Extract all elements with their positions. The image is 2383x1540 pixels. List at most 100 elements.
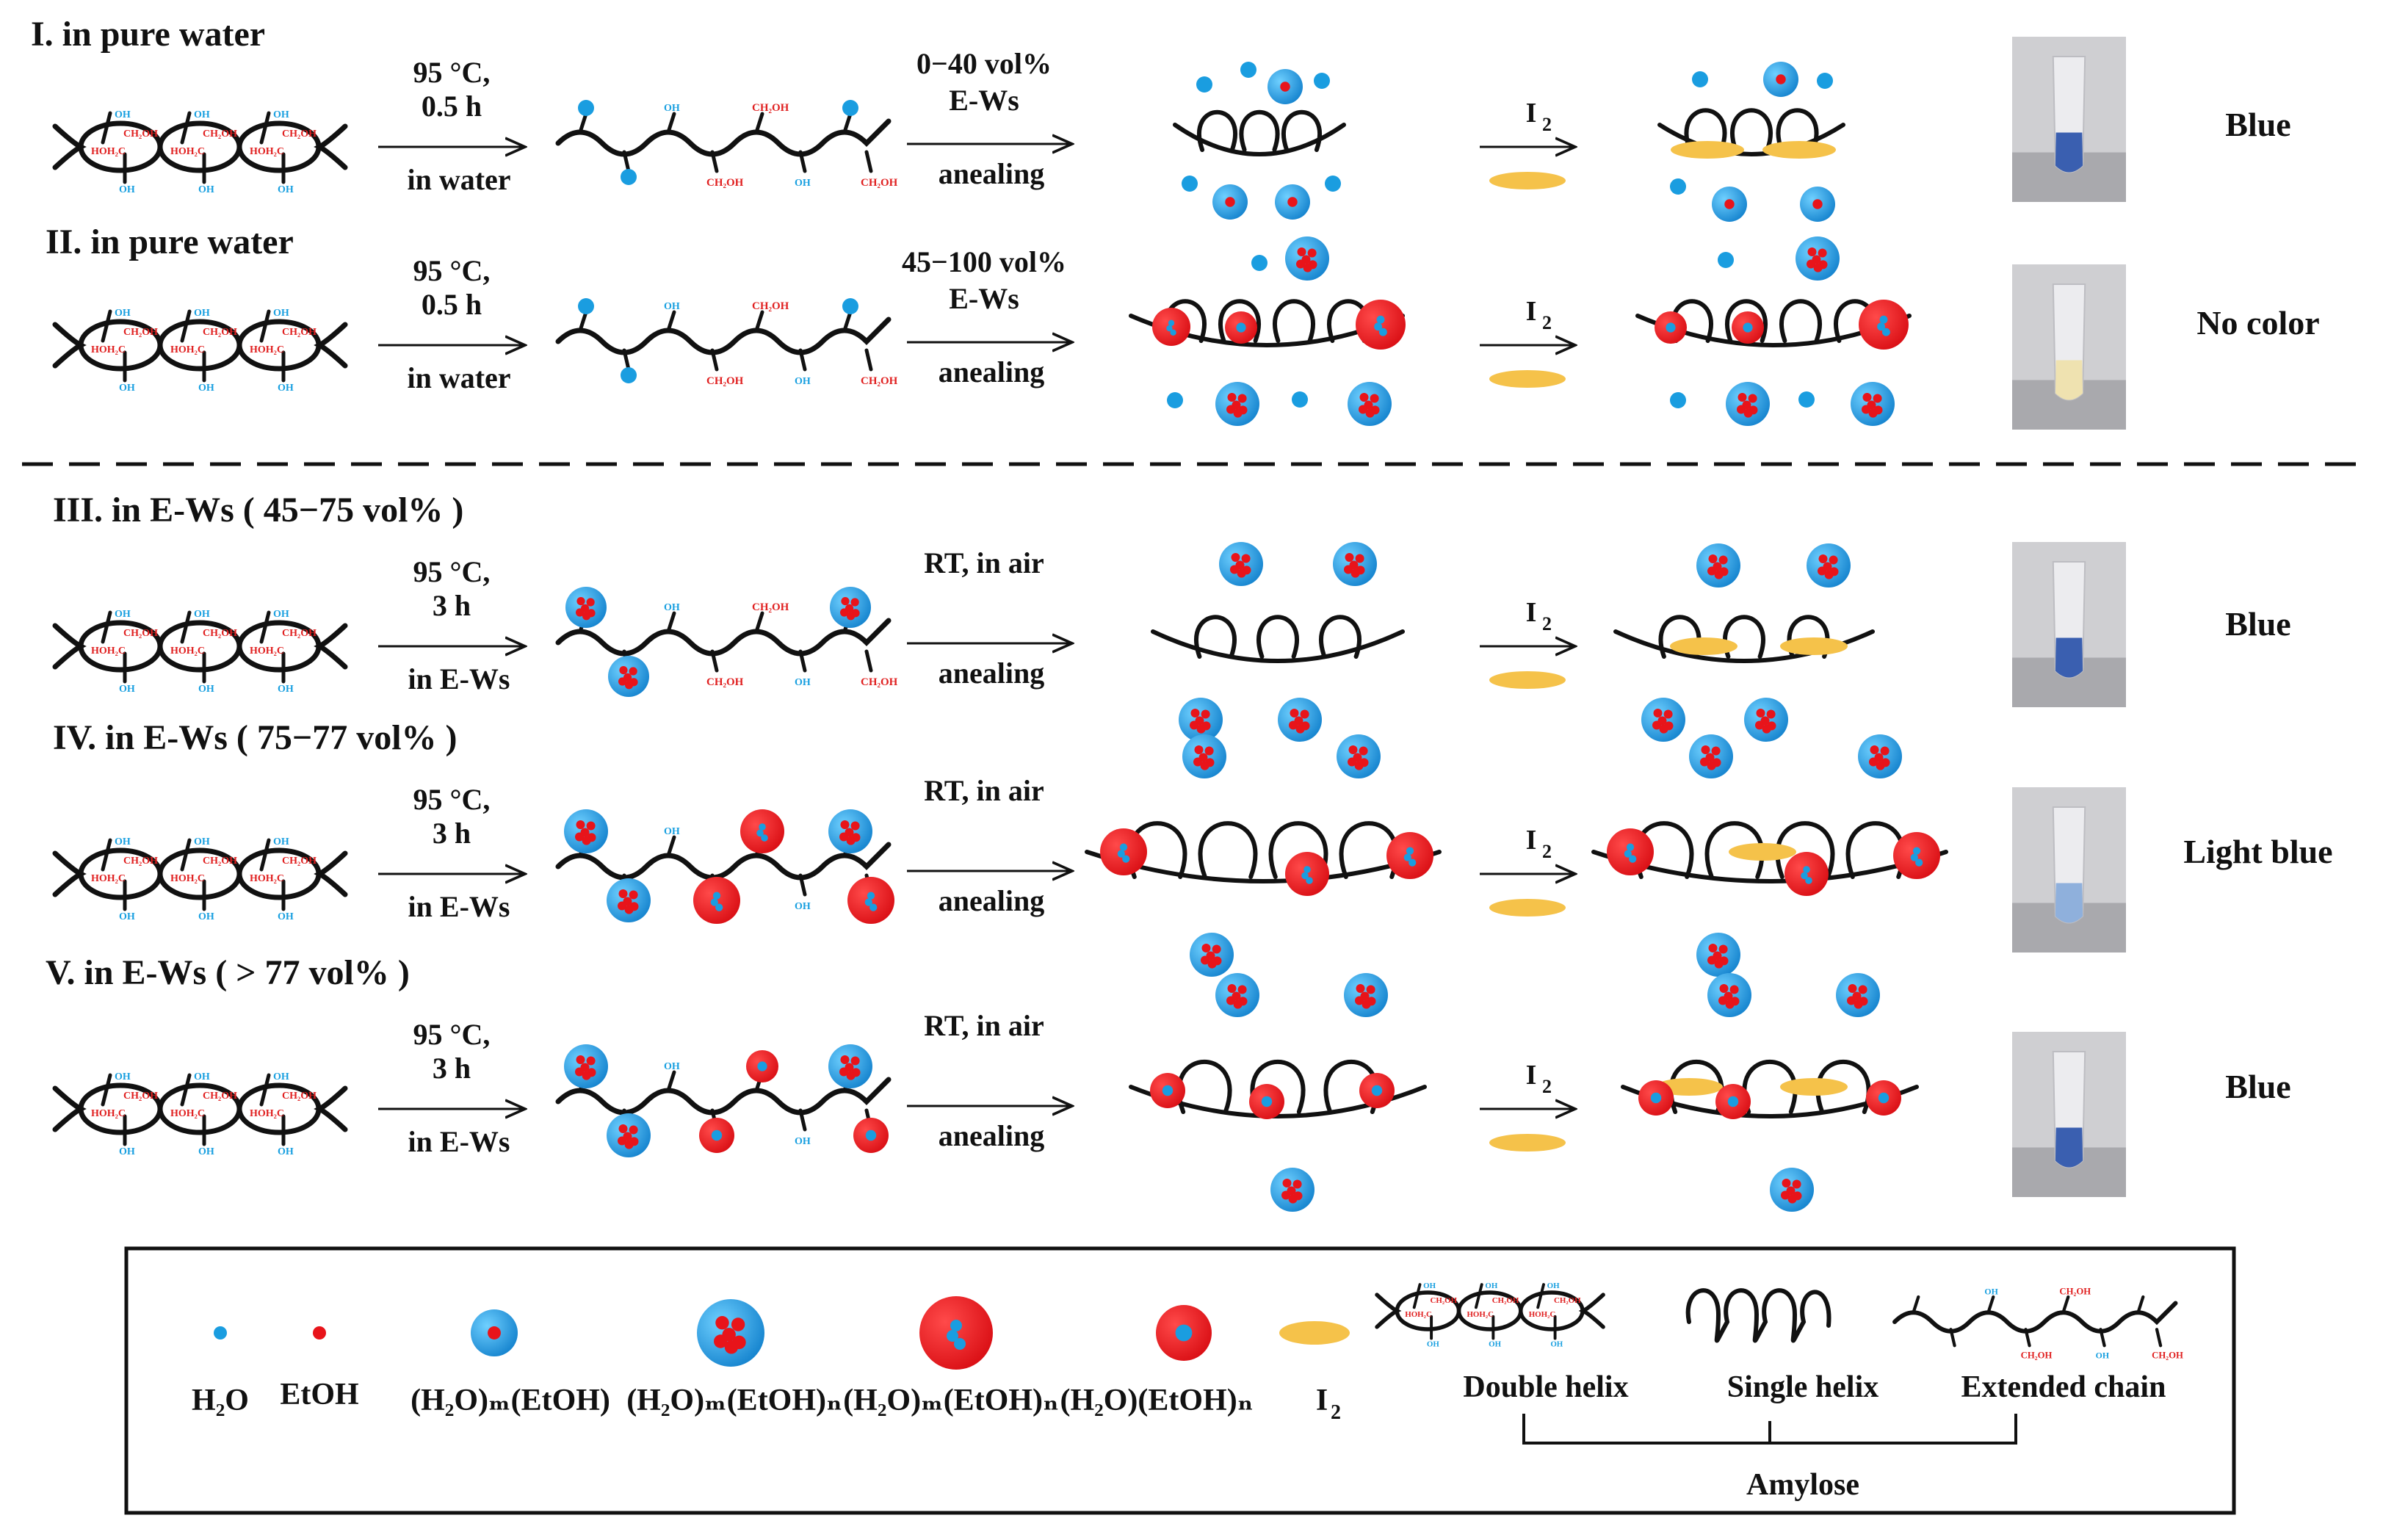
double-helix-amylose: OHOHCH₂OHHOH₂COHOHCH₂OHHOH₂COHOHCH₂OHHOH… (52, 836, 348, 922)
scheme-row-5: V. in E-Ws ( > 77 vol% )OHOHCH₂OHHOH₂COH… (46, 953, 2291, 1158)
iodine-label: I (1526, 296, 1537, 327)
step1-temp: 95 °C, (413, 1018, 491, 1051)
cluster-ethanol (576, 597, 585, 606)
single-helix-row2-i2 (1635, 236, 1912, 426)
result-color: Light blue (2183, 833, 2332, 870)
cluster-water (1378, 328, 1387, 336)
cluster-ethanol (1296, 259, 1305, 269)
side-bond (622, 348, 631, 372)
step1-solvent: in water (407, 163, 510, 196)
cluster-ethanol (1858, 985, 1867, 994)
step1-temp: 95 °C, (413, 56, 491, 89)
water-molecule (578, 298, 594, 314)
cluster-water (1166, 325, 1173, 332)
cluster-water (1881, 328, 1890, 336)
cluster-ethanol (1350, 568, 1360, 578)
side-bond (798, 873, 807, 897)
water-molecule (1240, 62, 1256, 78)
cluster-h2om-etohn (1796, 236, 1840, 281)
ch2oh-label: CH₂OH (123, 1091, 158, 1102)
side-bond (1949, 1328, 1956, 1348)
water-molecule (1670, 392, 1686, 408)
hoh2c-label: HOH₂C (91, 646, 126, 657)
oh-label: OH (194, 609, 210, 620)
ch2oh-label: CH₂OH (282, 327, 317, 338)
cluster-ethanol (1755, 720, 1764, 730)
side-bond (666, 835, 676, 858)
cluster-ethanol (1729, 985, 1739, 994)
cluster-h2om-etohn (1689, 734, 1733, 778)
cluster-ethanol (1782, 1179, 1791, 1187)
scheme-row-3: III. in E-Ws ( 45−75 vol% )OHOHCH₂OHHOH₂… (52, 491, 2291, 695)
cluster-water (1168, 319, 1175, 326)
helix-loop (236, 847, 322, 900)
legend-h2o-label: H₂O (192, 1384, 249, 1417)
cluster-ethanol (629, 890, 638, 900)
cluster-ethanol (1718, 944, 1728, 954)
tube-photo-row5 (2012, 1032, 2126, 1197)
cluster-h2om-etohn (828, 1044, 872, 1088)
side-bond (754, 611, 764, 634)
cluster-water (1301, 872, 1309, 880)
cluster-h2om-etohn (1179, 698, 1223, 742)
helix-loop (1273, 299, 1315, 343)
hoh2c-label: HOH₂C (250, 344, 284, 355)
cluster-ethanol (839, 1067, 848, 1077)
cluster-ethanol (1344, 565, 1353, 574)
cluster-ethanol (840, 1055, 850, 1064)
cluster-ethanol (1370, 394, 1379, 403)
cluster-water (1376, 315, 1385, 324)
step2-process: anealing (939, 657, 1044, 690)
oh-bond (1536, 1283, 1545, 1309)
cluster-water (1409, 858, 1417, 867)
iodine-subscript: 2 (1542, 114, 1552, 135)
side-bond (754, 310, 764, 333)
ch2oh-label: CH₂OH (2152, 1350, 2183, 1360)
cluster-ethanol (1659, 724, 1668, 734)
side-bond (578, 310, 588, 333)
oh-bond (259, 838, 271, 872)
water-molecule (1718, 252, 1734, 268)
cluster-ethanol-rich (1100, 828, 1147, 875)
helix-base (1173, 123, 1346, 156)
cluster-ethanol (1226, 405, 1235, 414)
helix-end-right (314, 123, 348, 170)
cluster-ethanol (1356, 984, 1365, 993)
oh-label: OH (278, 911, 294, 922)
cluster-ethanol (1230, 565, 1239, 574)
tube-liquid (2055, 360, 2083, 400)
cluster-h2om-etohn (608, 656, 649, 697)
cluster-ethanol (1708, 554, 1718, 563)
side-bond (710, 150, 719, 173)
helix-end-right (314, 850, 348, 897)
side-bond (2155, 1328, 2163, 1348)
cluster-ethanol (1847, 996, 1856, 1005)
side-bond (710, 649, 719, 673)
cluster-ethanol (1873, 394, 1882, 403)
ch2oh-label: CH₂OH (203, 856, 237, 867)
cluster-ethanol (840, 820, 850, 829)
oh-label: OH (278, 383, 294, 394)
cluster-ethanol (1880, 746, 1890, 756)
cluster-ethanol (1714, 570, 1724, 579)
scheme-row-1: I. in pure waterOHOHCH₂OHHOH₂COHOHCH₂OHH… (31, 15, 2291, 196)
ch2oh-label: CH₂OH (203, 327, 237, 338)
hoh2c-label: HOH₂C (170, 1108, 205, 1119)
tube-photo-row2 (2012, 264, 2126, 430)
cluster-ethanol (724, 1340, 739, 1354)
cluster-water (1915, 858, 1923, 867)
cluster-ethanol (624, 681, 634, 690)
cluster-ethanol (1201, 944, 1211, 952)
hoh2c-label: HOH₂C (1467, 1310, 1494, 1319)
single-helix-row5 (1129, 973, 1427, 1212)
cluster-water (1877, 322, 1886, 331)
cluster-ethanol (618, 1136, 626, 1146)
helix-loop (1239, 109, 1280, 152)
cluster-ethanol (1237, 568, 1246, 578)
cluster-ethanol (1233, 999, 1243, 1009)
result-color: No color (2196, 304, 2319, 341)
step1-solvent: in water (407, 361, 510, 394)
scheme-row-4: IV. in E-Ws ( 75−77 vol% )OHOHCH₂OHHOH₂C… (52, 718, 2333, 923)
legend-double-helix-label: Double helix (1463, 1370, 1628, 1404)
